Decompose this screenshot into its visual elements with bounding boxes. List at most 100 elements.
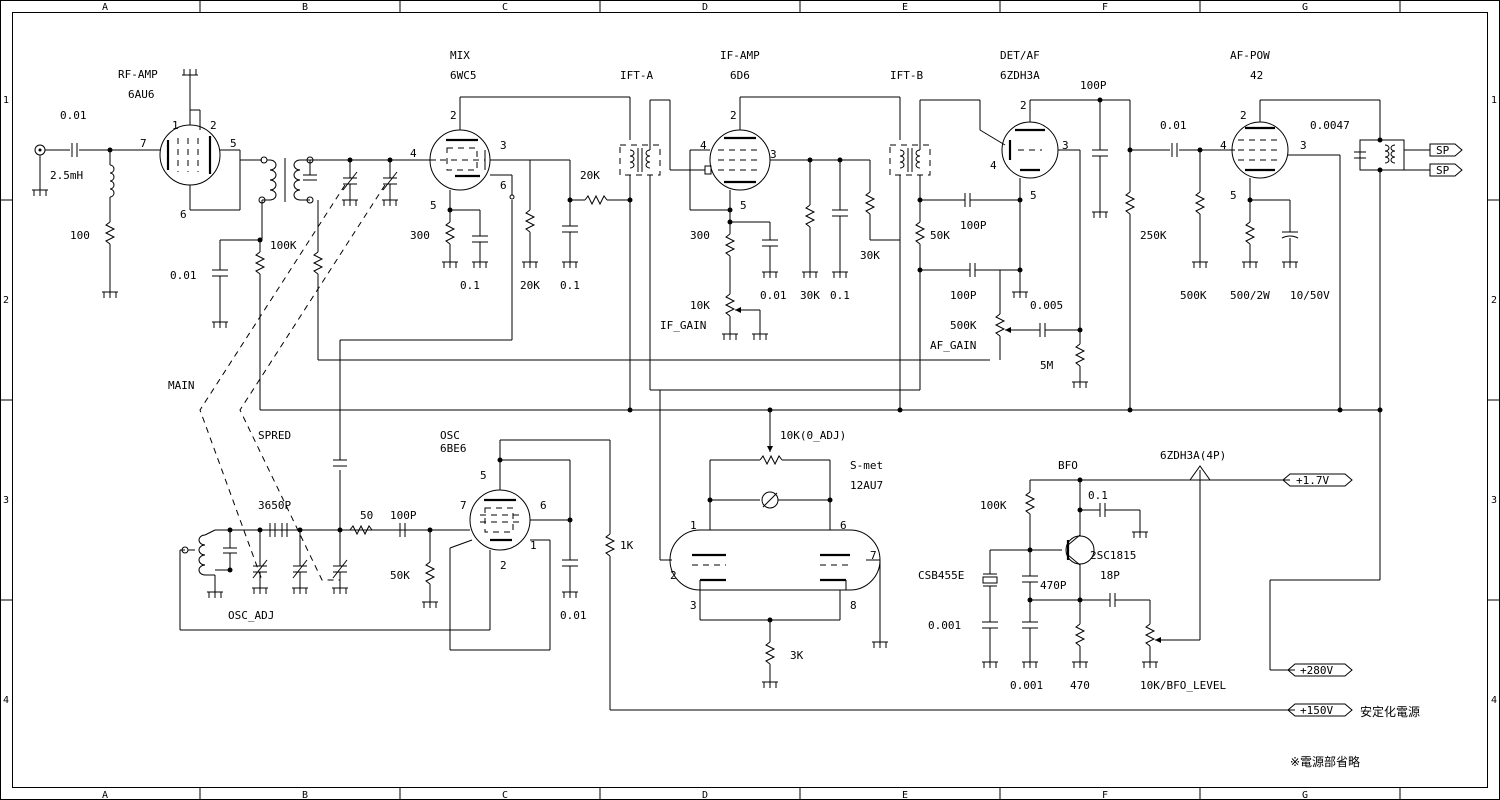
row-label-2-left: 2 — [3, 295, 9, 306]
col-label-d-top: D — [702, 2, 708, 13]
mix-name: MIX — [450, 49, 470, 62]
sm-pin-1: 1 — [690, 519, 697, 532]
rail-17-label: +1.7V — [1296, 474, 1329, 487]
ifa-c001-label: 0.01 — [760, 289, 787, 302]
col-label-b-bottom: B — [302, 790, 308, 800]
s-meter-stage: S-met 12AU7 10K(0_ADJ) 3K 1 2 3 6 7 8 — [660, 410, 888, 688]
stabilized-label: 安定化電源 — [1360, 704, 1420, 719]
row-label-2-right: 2 — [1491, 295, 1497, 306]
rf-pin-5: 5 — [230, 137, 237, 150]
det-pin-2: 2 — [1020, 99, 1027, 112]
osc-adj-label: OSC_ADJ — [228, 609, 274, 622]
osc-pin-1: 1 — [530, 539, 537, 552]
mix-pin-6: 6 — [500, 179, 507, 192]
rf-pin-7: 7 — [140, 137, 147, 150]
osc-1k-label: 1K — [620, 539, 634, 552]
bfo-0001a-label: 0.001 — [928, 619, 961, 632]
rf-amp-tube: 6AU6 — [128, 88, 155, 101]
bfo-csb-label: CSB455E — [918, 569, 964, 582]
col-label-c-top: C — [502, 2, 508, 13]
af-500-2w-label: 500/2W — [1230, 289, 1270, 302]
rf-amp-name: RF-AMP — [118, 68, 158, 81]
bfo-470p-label: 470P — [1040, 579, 1067, 592]
osc-3650p-label: 3650P — [258, 499, 291, 512]
rf-pin-2: 2 — [210, 119, 217, 132]
if-gain-label: IF_GAIN — [660, 319, 706, 332]
osc-pin-5: 5 — [480, 469, 487, 482]
main-label: MAIN — [168, 379, 195, 392]
if-amp-name: IF-AMP — [720, 49, 760, 62]
row-label-1-right: 1 — [1491, 95, 1497, 106]
mix-stage: MIX 6WC5 2 3 4 5 6 300 0.1 20K 0.1 20K — [339, 49, 633, 460]
osc-name: OSC — [440, 429, 460, 442]
ifa-pin-3: 3 — [770, 148, 777, 161]
det-100p-top-label: 100P — [1080, 79, 1107, 92]
bfo-level-label: 10K/BFO_LEVEL — [1140, 679, 1226, 692]
bfo-470-label: 470 — [1070, 679, 1090, 692]
ifa-pin-5: 5 — [740, 199, 747, 212]
ifa-r300-label: 300 — [690, 229, 710, 242]
ift-b: IFT-B 50K 100P 100P — [659, 69, 1023, 560]
r-100-label: 100 — [70, 229, 90, 242]
r-20k-top-label: 20K — [580, 169, 600, 182]
smet-10k-label: 10K(0_ADJ) — [780, 429, 846, 442]
sm-pin-8: 8 — [850, 599, 857, 612]
bfo-100k-label: 100K — [980, 499, 1007, 512]
bfo-0001b-label: 0.001 — [1010, 679, 1043, 692]
if-amp-tube: 6D6 — [730, 69, 750, 82]
sm-pin-3: 3 — [690, 599, 697, 612]
mix-r20k-label: 20K — [520, 279, 540, 292]
det-0005-label: 0.005 — [1030, 299, 1063, 312]
bfo-tube-label: 6ZDH3A(4P) — [1160, 449, 1226, 462]
det-50k-label: 50K — [930, 229, 950, 242]
af-pin-5: 5 — [1230, 189, 1237, 202]
row-label-3-left: 3 — [3, 495, 9, 506]
smet-3k-label: 3K — [790, 649, 804, 662]
col-label-g-bottom: G — [1302, 790, 1308, 800]
det-pin-3: 3 — [1062, 139, 1069, 152]
af-pow-tube: 42 — [1250, 69, 1263, 82]
spred-label: SPRED — [258, 429, 291, 442]
col-label-d-bottom: D — [702, 790, 708, 800]
tuning-gang-links: MAIN SPRED — [168, 184, 386, 581]
osc-stage: +150V 安定化電源 OSC 6BE6 5 7 6 1 2 3650P 50 … — [179, 429, 1420, 719]
det-100p-b-label: 100P — [950, 289, 977, 302]
det-pin-4: 4 — [990, 159, 997, 172]
af-pin-2: 2 — [1240, 109, 1247, 122]
col-label-a-top: A — [102, 2, 108, 13]
af-pin-3: 3 — [1300, 139, 1307, 152]
c-001-in-label: 0.01 — [60, 109, 87, 122]
af-gain-label: AF_GAIN — [930, 339, 976, 352]
col-label-g-top: G — [1302, 2, 1308, 13]
af-001-label: 0.01 — [1160, 119, 1187, 132]
det-500k-label: 500K — [950, 319, 977, 332]
det-100p-a-label: 100P — [960, 219, 987, 232]
af-0047-label: 0.0047 — [1310, 119, 1350, 132]
sm-pin-6: 6 — [840, 519, 847, 532]
af-500k-label: 500K — [1180, 289, 1207, 302]
det-af-name: DET/AF — [1000, 49, 1040, 62]
rf-pin-6: 6 — [180, 208, 187, 221]
smet-tube: 12AU7 — [850, 479, 883, 492]
af-250k-label: 250K — [1140, 229, 1167, 242]
b-plus-bus: +280V — [260, 407, 1383, 677]
r-100k-a-label: 100K — [270, 239, 297, 252]
ift-a-name: IFT-A — [620, 69, 653, 82]
col-label-f-top: F — [1102, 2, 1108, 13]
row-label-4-right: 4 — [1491, 695, 1497, 706]
det-af-stage: DET/AF 6ZDH3A 2 3 4 5 100P 0.005 500K AF… — [930, 49, 1131, 388]
mix-pin-5: 5 — [430, 199, 437, 212]
det-af-tube: 6ZDH3A — [1000, 69, 1040, 82]
if-amp-stage: IF-AMP 6D6 2 3 4 5 300 10K IF_GAIN 0.01 … — [660, 49, 901, 410]
mix-tube: 6WC5 — [450, 69, 477, 82]
sm-pin-7: 7 — [870, 549, 877, 562]
l-25mh-label: 2.5mH — [50, 169, 83, 182]
osc-001-label: 0.01 — [560, 609, 587, 622]
col-label-e-bottom: E — [902, 790, 908, 800]
af-pin-4: 4 — [1220, 139, 1227, 152]
rf-coil-section: 100K 0.01 — [170, 156, 990, 410]
bfo-01-label: 0.1 — [1088, 489, 1108, 502]
col-label-a-bottom: A — [102, 790, 108, 800]
